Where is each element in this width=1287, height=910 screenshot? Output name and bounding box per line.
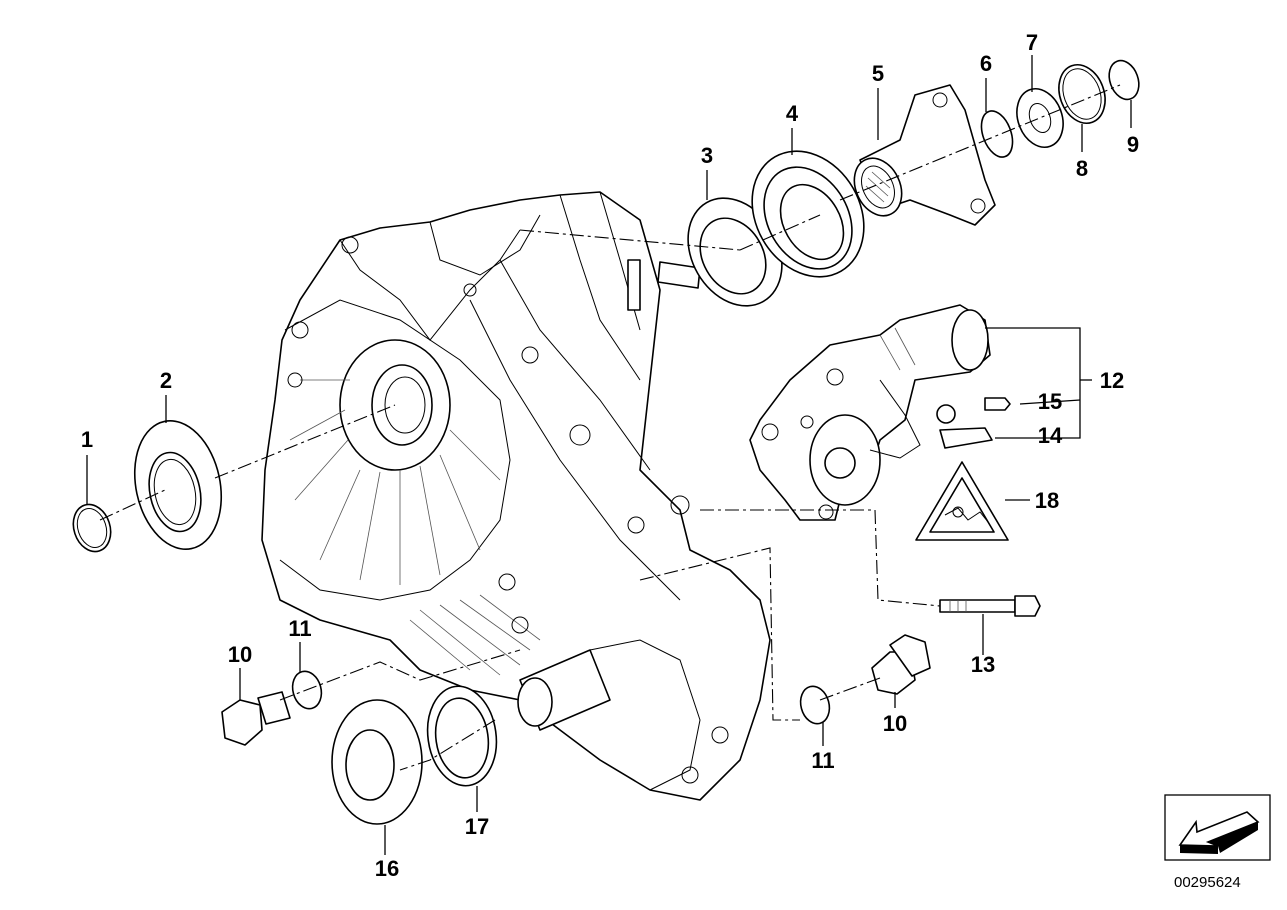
direction-arrow-icon xyxy=(1178,811,1260,854)
callout-2: 2 xyxy=(160,368,172,393)
part-10-drain-plug-right xyxy=(871,634,931,695)
callout-18: 18 xyxy=(1035,488,1059,513)
part-2-shaft-seal xyxy=(133,420,223,550)
part-12-actuator-motor xyxy=(749,304,991,521)
callout-3: 3 xyxy=(701,143,713,168)
callout-1: 1 xyxy=(81,427,93,452)
callout-14: 14 xyxy=(1038,423,1063,448)
part-14-sensor xyxy=(936,404,993,449)
callout-16: 16 xyxy=(375,856,399,881)
transfer-case-housing xyxy=(261,191,771,801)
callout-9: 9 xyxy=(1127,132,1139,157)
part-10-drain-plug-left xyxy=(221,691,291,746)
callout-17: 17 xyxy=(465,814,489,839)
assembly-lines xyxy=(99,84,1121,771)
part-15-screw xyxy=(984,397,1011,411)
callout-10-right: 10 xyxy=(883,711,907,736)
callout-4: 4 xyxy=(786,101,799,126)
callout-11-right: 11 xyxy=(811,748,834,773)
part-5-output-flange xyxy=(853,84,996,226)
callout-12: 12 xyxy=(1100,368,1124,393)
part-6-shim-ring xyxy=(980,110,1014,158)
diagram-code: 00295624 xyxy=(1174,874,1241,891)
part-4-seal-carrier xyxy=(751,150,865,278)
callout-8: 8 xyxy=(1076,156,1088,181)
leader-lines xyxy=(86,55,1132,855)
part-9-snap-ring xyxy=(1108,59,1140,101)
callout-10-left: 10 xyxy=(228,642,252,667)
part-1-circlip xyxy=(72,503,112,553)
part-11-seal-ring-right xyxy=(799,685,831,725)
callout-11-left: 11 xyxy=(288,616,311,641)
callout-13: 13 xyxy=(971,652,995,677)
callout-6: 6 xyxy=(980,51,992,76)
part-13-bolt xyxy=(939,595,1041,617)
part-17-shaft-seal xyxy=(426,685,498,787)
part-16-dust-cover xyxy=(331,699,423,825)
callout-labels: 1 2 3 4 5 6 7 8 9 10 10 11 11 12 13 14 1… xyxy=(81,30,1139,881)
warning-triangle-icon xyxy=(915,461,1009,541)
part-8-circlip xyxy=(1058,64,1106,124)
direction-icon-box xyxy=(1164,794,1271,861)
callout-15: 15 xyxy=(1038,389,1062,414)
callout-7: 7 xyxy=(1026,30,1038,55)
callout-5: 5 xyxy=(872,61,884,86)
